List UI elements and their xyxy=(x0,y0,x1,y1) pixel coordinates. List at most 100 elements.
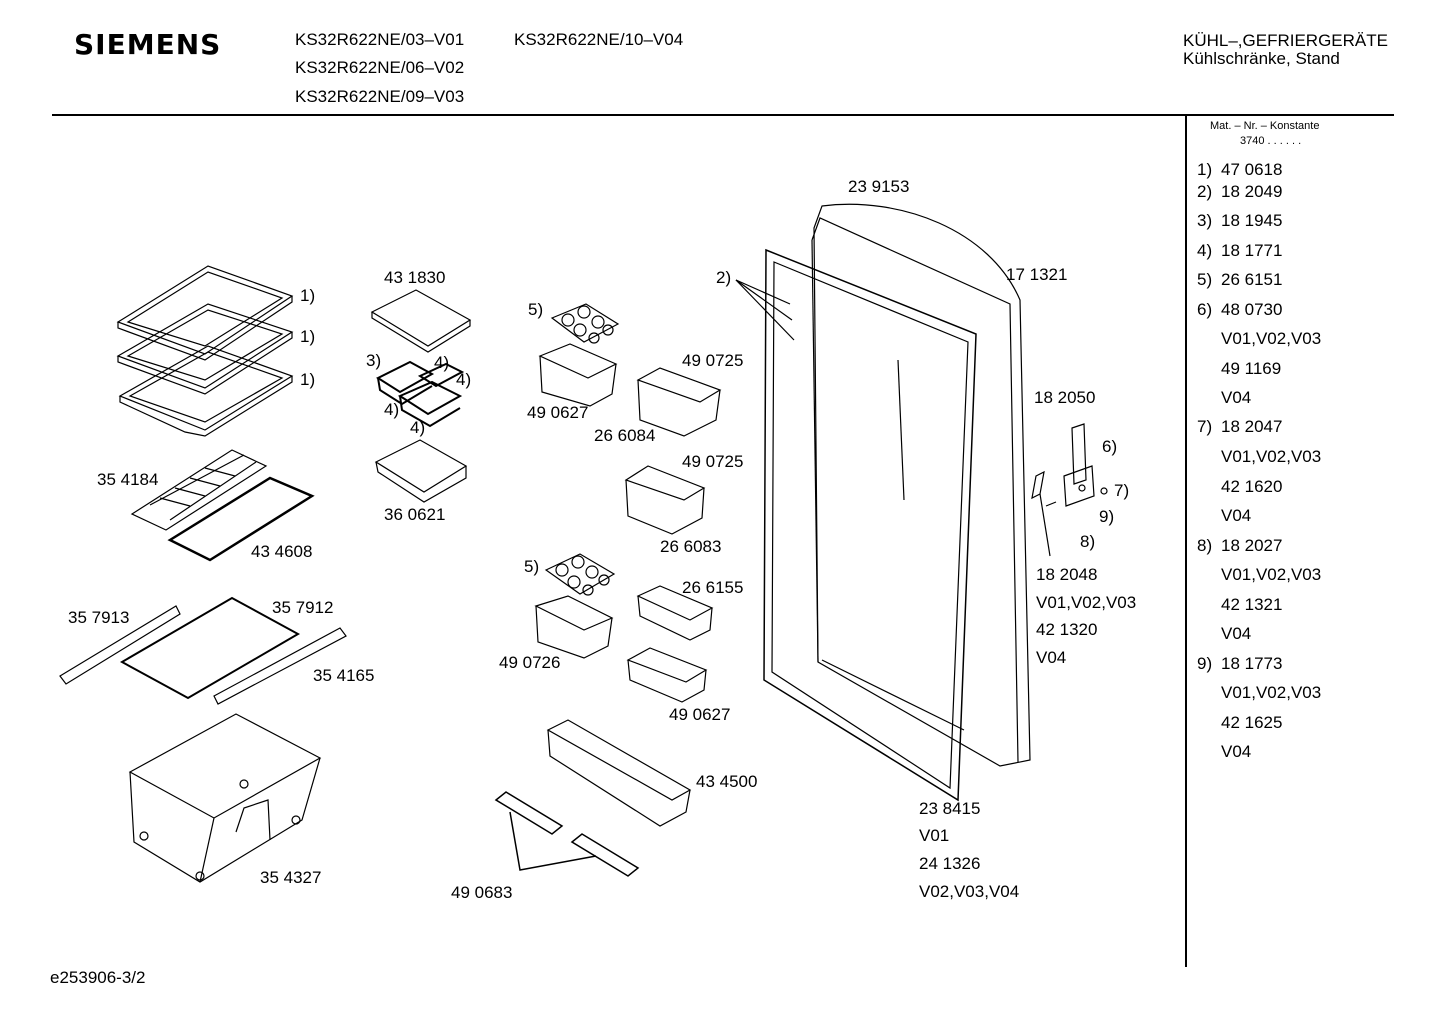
material-entry: 7)18 2047 xyxy=(1197,417,1282,437)
material-entry: V04 xyxy=(1197,742,1251,762)
material-entry: V04 xyxy=(1197,506,1251,526)
material-number: 18 2027 xyxy=(1221,536,1283,555)
part-label: 49 0725 xyxy=(682,452,744,471)
category-subtitle: Kühlschränke, Stand xyxy=(1183,49,1340,68)
part-label: 49 0627 xyxy=(669,705,731,724)
bottle-shelf-drawing xyxy=(548,720,690,826)
door-box-drawing xyxy=(626,466,704,534)
part-variant: V02,V03,V04 xyxy=(919,882,1020,901)
model-number: KS32R622NE/03–V01 xyxy=(295,30,465,49)
part-label: 35 4327 xyxy=(260,868,322,887)
material-entry: V04 xyxy=(1197,624,1251,644)
door-drawing xyxy=(812,204,1030,766)
hinge-bracket-drawing xyxy=(1032,424,1107,556)
model-number: KS32R622NE/10–V04 xyxy=(514,30,684,49)
part-ref: 7) xyxy=(1114,481,1130,500)
material-entry: V01,V02,V03 xyxy=(1197,683,1321,703)
part-label: 49 0725 xyxy=(682,351,744,370)
category-title: KÜHL–,GEFRIERGERÄTE xyxy=(1183,31,1388,50)
material-entry: 42 1321 xyxy=(1197,595,1282,615)
egg-tray-drawing xyxy=(546,554,614,595)
material-number: 42 1321 xyxy=(1221,595,1283,614)
part-label: 26 6084 xyxy=(594,426,656,445)
material-entry: V01,V02,V03 xyxy=(1197,565,1321,585)
part-ref: 5) xyxy=(528,300,544,319)
tray-drawing xyxy=(372,290,470,352)
material-entry: 6) 48 0730 xyxy=(1197,300,1282,320)
material-header: Mat. – Nr. – Konstante xyxy=(1210,120,1320,132)
part-label: 23 9153 xyxy=(848,177,910,196)
model-number: KS32R622NE/09–V03 xyxy=(295,87,465,106)
part-label: 18 2050 xyxy=(1034,388,1096,407)
material-entry: V01,V02,V03 xyxy=(1197,447,1321,467)
glass-plate-drawing xyxy=(170,478,312,560)
material-entry: 3)18 1945 xyxy=(1197,211,1282,231)
material-entry: 8)18 2027 xyxy=(1197,536,1282,556)
part-label: 49 0627 xyxy=(527,403,589,422)
glass-shelf-drawing xyxy=(118,304,292,394)
part-ref: 9) xyxy=(1099,507,1115,526)
material-entry: 49 1169 xyxy=(1197,359,1281,379)
glass-shelf-drawing xyxy=(120,346,292,436)
material-number: 42 1620 xyxy=(1221,477,1283,496)
material-number: V04 xyxy=(1221,506,1252,525)
material-entry: V04 xyxy=(1197,388,1251,408)
part-ref: 8) xyxy=(1080,532,1096,551)
material-entry: 4)18 1771 xyxy=(1197,241,1282,261)
part-label: 23 8415 xyxy=(919,799,981,818)
material-entry: V01,V02,V03 xyxy=(1197,329,1321,349)
material-ref: 1) xyxy=(1197,160,1213,179)
part-ref: 1) xyxy=(300,327,316,346)
material-number: V01,V02,V03 xyxy=(1221,447,1322,466)
part-ref: 2) xyxy=(716,268,732,287)
gasket-drawing xyxy=(764,250,976,800)
large-glass-drawing xyxy=(122,598,298,698)
material-number: 18 1773 xyxy=(1221,654,1283,673)
material-number: 49 1169 xyxy=(1221,359,1282,378)
model-number: KS32R622NE/06–V02 xyxy=(295,58,465,77)
material-ref: 6) xyxy=(1197,300,1213,319)
part-ref: 1) xyxy=(300,286,316,305)
part-ref: 4) xyxy=(384,400,400,419)
material-ref: 9) xyxy=(1197,654,1213,673)
material-entry: 5)26 6151 xyxy=(1197,270,1282,290)
rail-drawing xyxy=(60,606,346,704)
small-compartment-drawing xyxy=(378,362,462,426)
material-number: 18 2047 xyxy=(1221,417,1283,436)
part-label: 35 4184 xyxy=(97,470,159,489)
part-label: 24 1326 xyxy=(919,854,981,873)
part-ref: 4) xyxy=(456,370,472,389)
material-ref: 5) xyxy=(1197,270,1213,289)
material-number: V04 xyxy=(1221,388,1252,407)
material-number: 18 2049 xyxy=(1221,182,1283,201)
material-entry: 9) 18 1773 xyxy=(1197,654,1282,674)
part-label: 43 4608 xyxy=(251,542,313,561)
material-number: 18 1945 xyxy=(1221,211,1283,230)
leader-lines xyxy=(736,280,794,340)
material-number: V01,V02,V03 xyxy=(1221,565,1322,584)
part-label: 42 1320 xyxy=(1036,620,1098,639)
part-variant: V01 xyxy=(919,826,950,845)
crisper-drawing xyxy=(130,714,320,882)
material-number: V04 xyxy=(1221,742,1252,761)
door-box-drawing xyxy=(638,368,720,436)
material-number: 42 1625 xyxy=(1221,713,1283,732)
part-ref: 5) xyxy=(524,557,540,576)
part-label: 35 7912 xyxy=(272,598,334,617)
part-label: 49 0726 xyxy=(499,653,561,672)
part-label: 26 6155 xyxy=(682,578,744,597)
part-ref: 3) xyxy=(366,351,382,370)
clip-drawing xyxy=(496,792,638,876)
part-ref: 6) xyxy=(1102,437,1118,456)
material-number: 48 0730 xyxy=(1221,300,1283,319)
part-label: 26 6083 xyxy=(660,537,722,556)
material-entry: 42 1625 xyxy=(1197,713,1282,733)
part-label: 17 1321 xyxy=(1006,265,1068,284)
material-entry: 42 1620 xyxy=(1197,477,1282,497)
part-label: 36 0621 xyxy=(384,505,446,524)
door-box-drawing xyxy=(536,596,612,658)
material-number: V04 xyxy=(1221,624,1252,643)
part-ref: 4) xyxy=(434,353,450,372)
material-ref: 2) xyxy=(1197,182,1213,201)
part-label: 35 7913 xyxy=(68,608,130,627)
